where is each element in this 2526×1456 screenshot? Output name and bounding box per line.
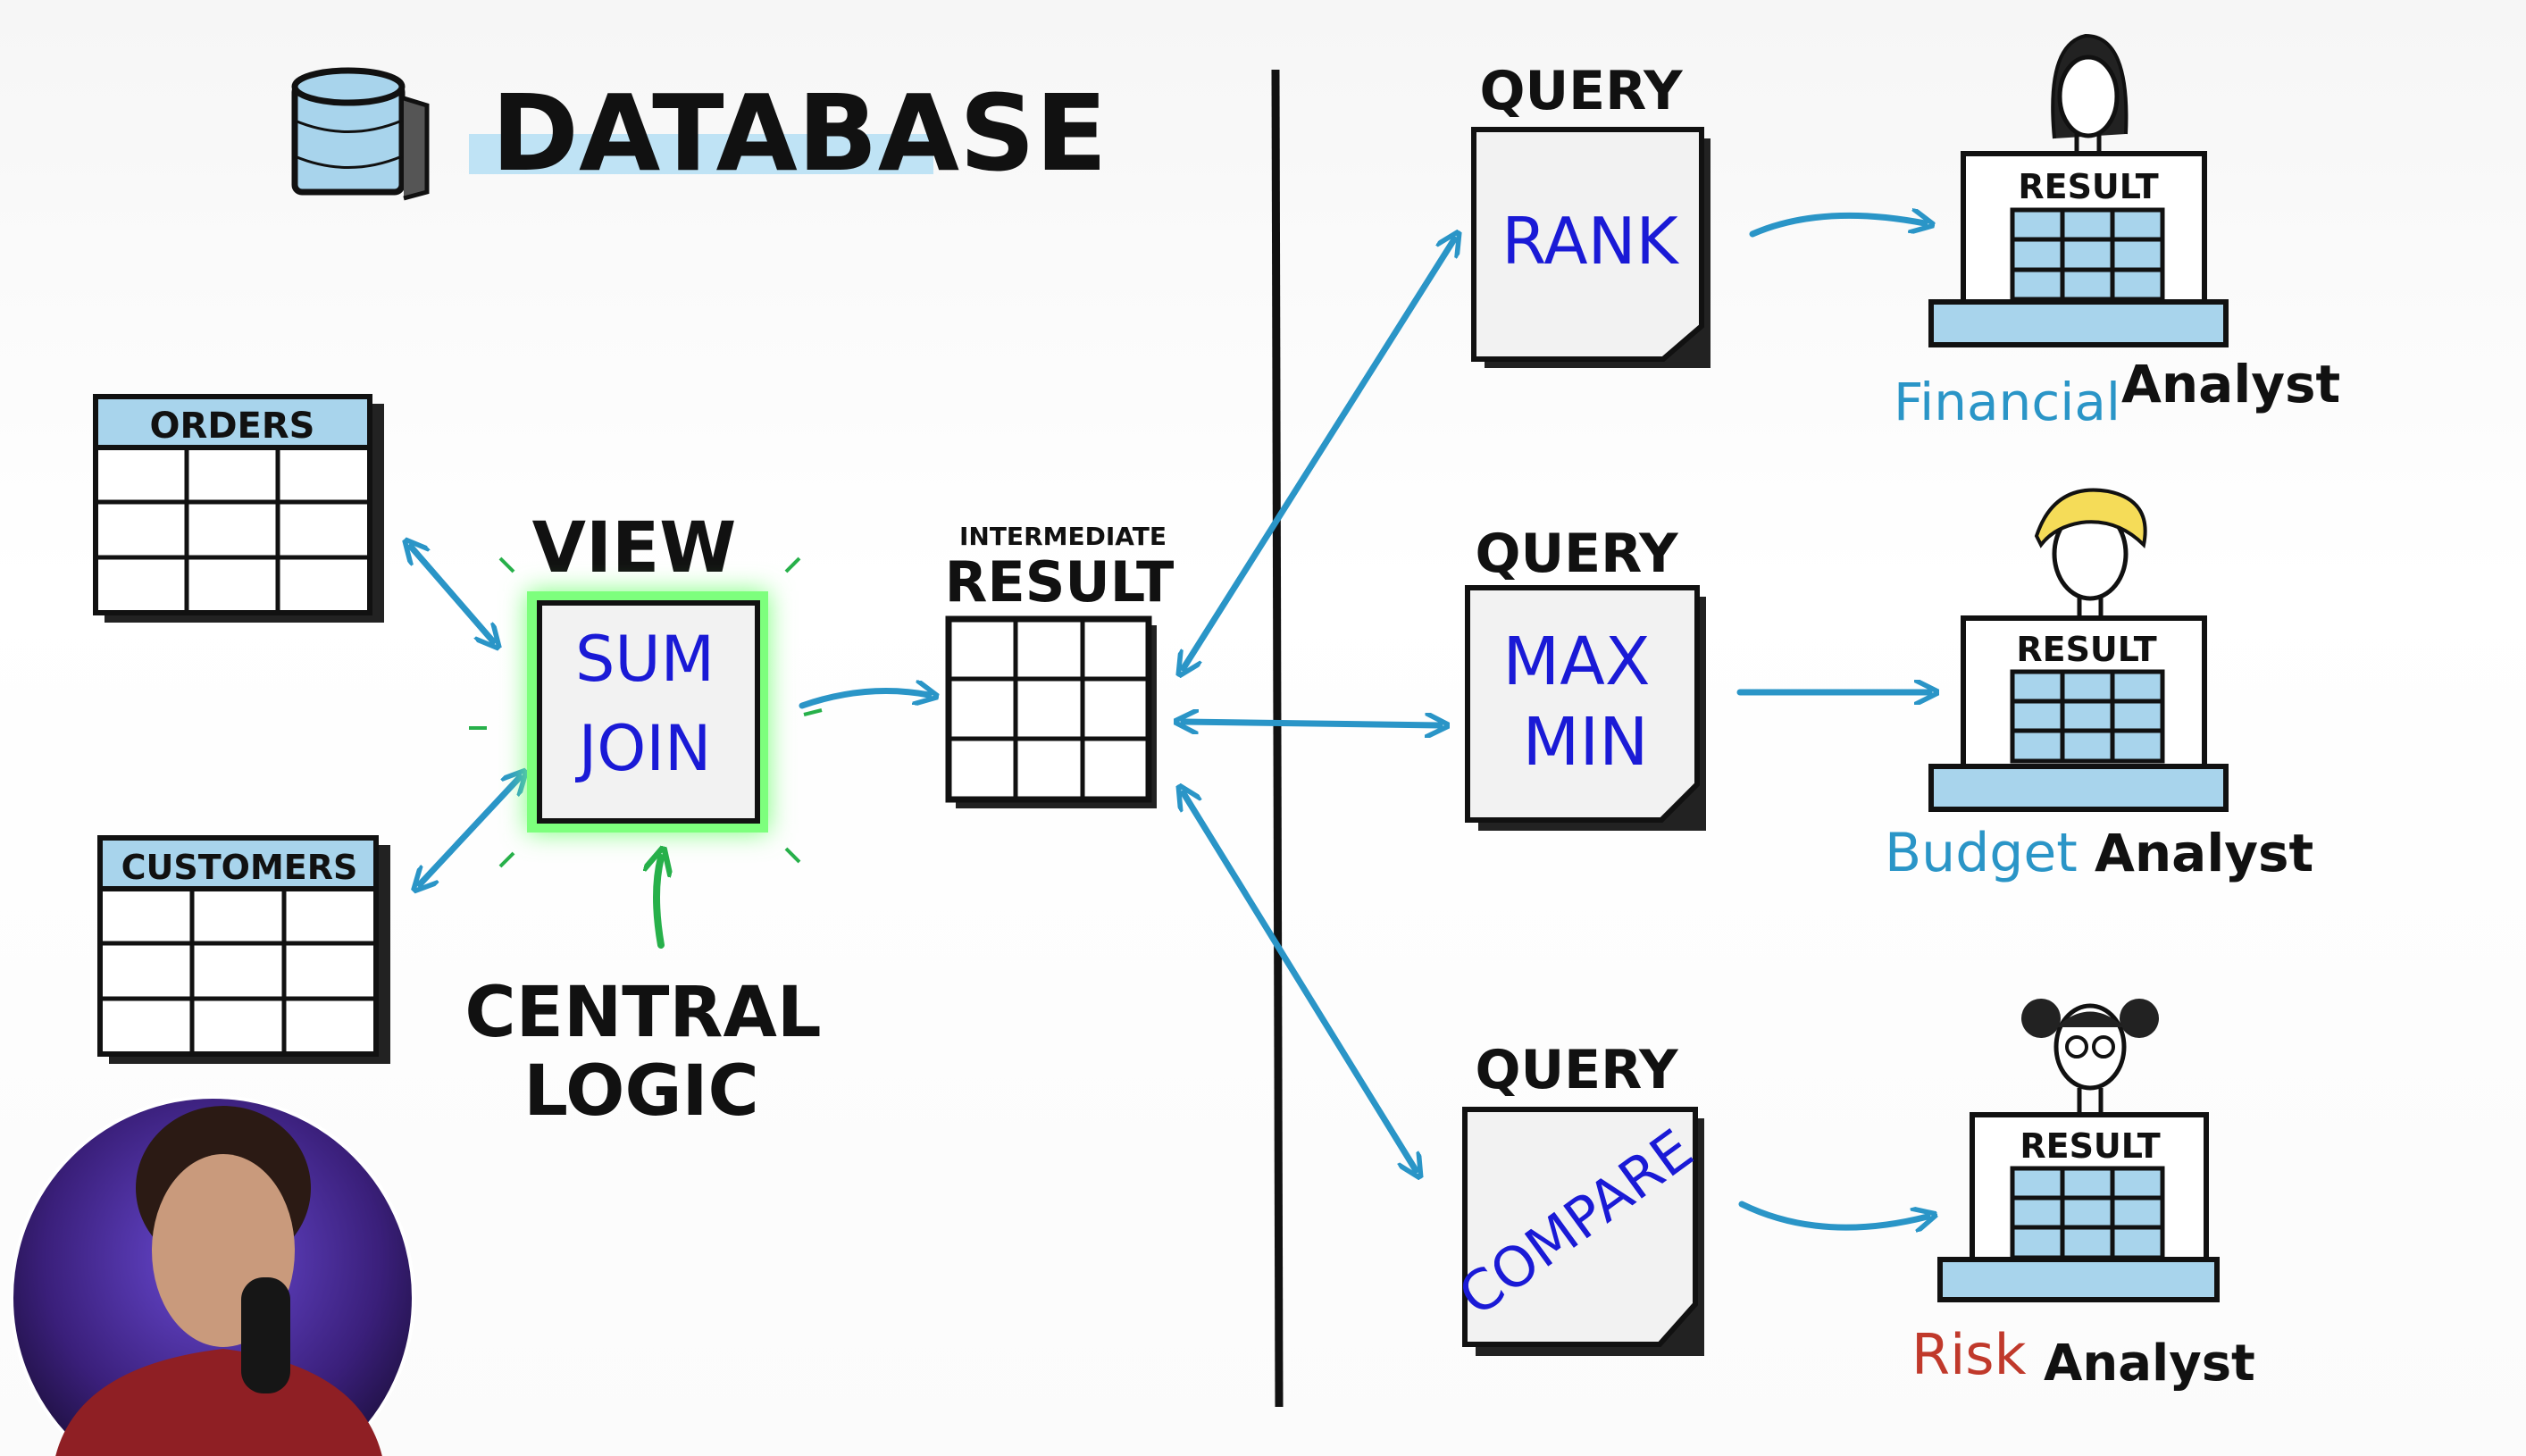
query-maxmin: QUERY MAX MIN: [1465, 523, 1706, 831]
orders-table-title: ORDERS: [150, 406, 315, 447]
central-logic-arrow: [657, 858, 661, 949]
query-maxmin-heading: QUERY: [1475, 523, 1679, 585]
query-maxmin-line-2: MIN: [1522, 704, 1648, 781]
intermediate-maxmin-arrow: [1184, 722, 1440, 725]
query-rank-heading: QUERY: [1479, 60, 1684, 122]
analyst-budget-role: Budget: [1885, 822, 2078, 884]
analyst-financial: RESULT Financial Analyst: [1894, 33, 2340, 432]
customers-view-arrow: [420, 777, 520, 884]
analyst-head-icon: [2051, 33, 2129, 154]
central-logic-line-1: CENTRAL: [464, 973, 821, 1053]
intermediate-small-label: INTERMEDIATE: [959, 522, 1167, 551]
view-line-2: JOIN: [575, 712, 712, 785]
query-compare: QUERY COMPARE: [1447, 1039, 1704, 1356]
analyst-budget: RESULT Budget Analyst: [1885, 488, 2313, 884]
query-compare-note: [1462, 1107, 1698, 1347]
query-compare-heading: QUERY: [1475, 1039, 1679, 1101]
query-rank-note: [1471, 127, 1704, 362]
analyst-budget-suffix: Analyst: [2095, 823, 2313, 883]
query-maxmin-note: [1465, 585, 1700, 823]
analyst-risk-suffix: Analyst: [2044, 1335, 2255, 1393]
customers-table: CUSTOMERS: [97, 835, 390, 1064]
analyst-budget-result-label: RESULT: [2016, 630, 2156, 669]
laptop-base: [1928, 764, 2229, 812]
title-highlight: [469, 134, 933, 174]
compare-analyst-arrow: [1738, 1201, 1928, 1227]
intermediate-rank-arrow: [1184, 239, 1454, 668]
laptop-base: [1937, 1257, 2220, 1302]
presenter-avatar: [55, 1106, 382, 1456]
view-intermediate-arrow: [799, 691, 929, 709]
database-header: DATABASE: [291, 67, 1108, 201]
microphone-icon: [241, 1277, 290, 1393]
query-maxmin-line-1: MAX: [1502, 623, 1650, 700]
view-heading: VIEW: [532, 508, 737, 589]
analyst-risk: RESULT Risk Analyst: [1911, 999, 2255, 1393]
database-icon: [291, 67, 430, 201]
page-title: DATABASE: [491, 71, 1108, 195]
query-rank-line-1: RANK: [1501, 204, 1679, 279]
analyst-risk-role: Risk: [1911, 1322, 2027, 1387]
intermediate-result: INTERMEDIATE RESULT: [945, 522, 1175, 808]
intermediate-big-label: RESULT: [945, 549, 1175, 615]
intermediate-compare-arrow: [1184, 793, 1416, 1170]
orders-table: ORDERS: [93, 394, 384, 623]
customers-table-title: CUSTOMERS: [121, 848, 358, 887]
view-note: [537, 600, 760, 824]
analyst-financial-suffix: Analyst: [2121, 354, 2340, 414]
divider-line: [1271, 69, 1284, 1408]
presenter-webcam: [10, 1095, 415, 1456]
query-rank: QUERY RANK: [1471, 60, 1710, 368]
analyst-head-icon: [2021, 999, 2159, 1115]
laptop-base: [1928, 299, 2229, 347]
analyst-financial-role: Financial: [1894, 372, 2120, 432]
view-block: VIEW SUM JOIN: [469, 508, 823, 868]
rank-analyst-arrow: [1749, 215, 1925, 238]
analyst-financial-result-label: RESULT: [2018, 167, 2158, 206]
orders-view-arrow: [411, 547, 493, 641]
analyst-head-icon: [2034, 488, 2147, 618]
central-logic-line-2: LOGIC: [523, 1051, 759, 1132]
view-line-1: SUM: [575, 623, 715, 696]
central-logic-label: CENTRAL LOGIC: [464, 973, 821, 1132]
analyst-risk-result-label: RESULT: [2020, 1126, 2160, 1166]
